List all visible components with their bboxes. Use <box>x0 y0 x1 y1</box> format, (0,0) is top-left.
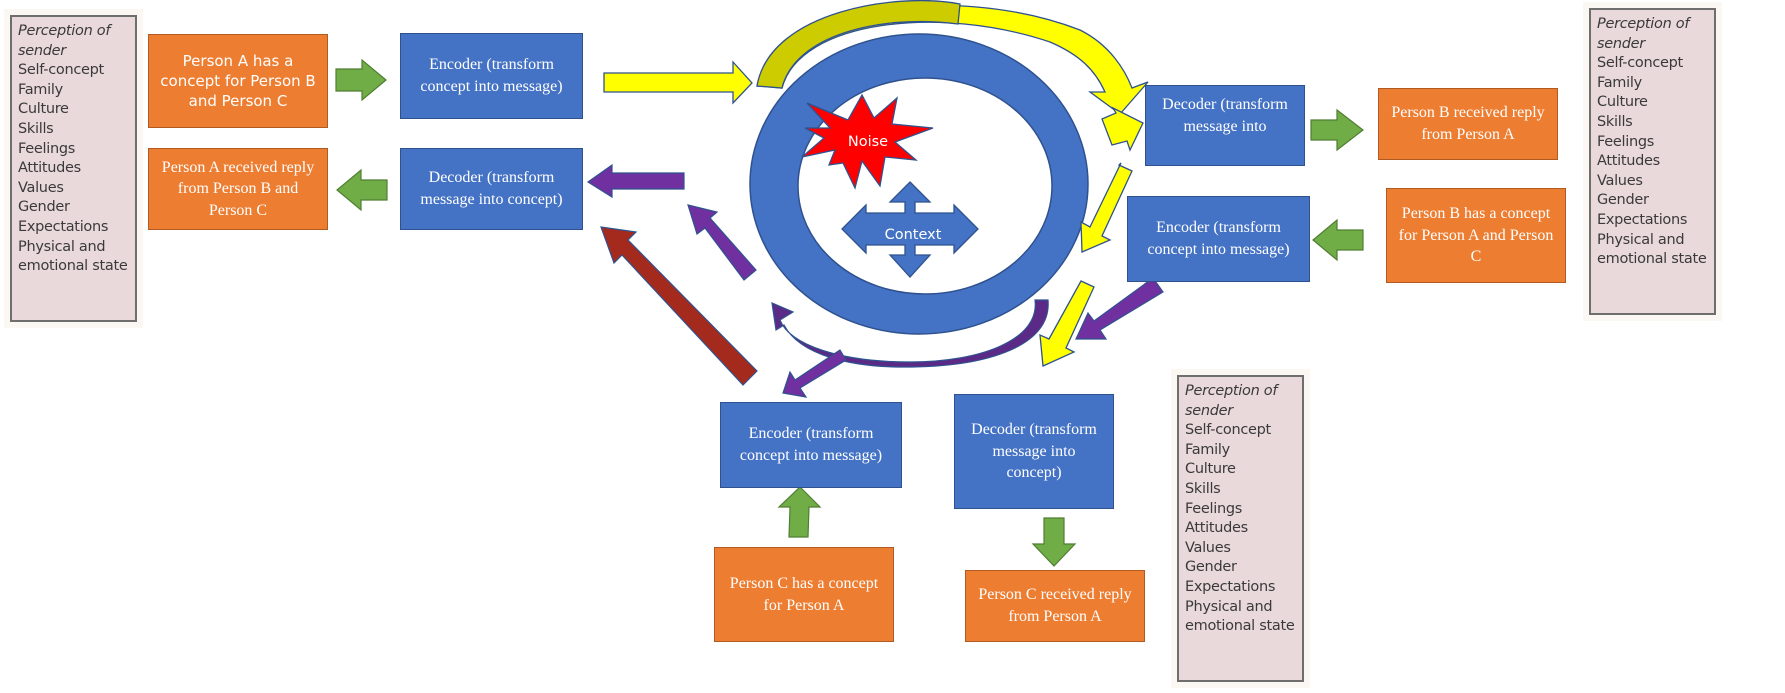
green-arrow-decoder-b-to-received-b <box>1310 108 1364 152</box>
perception-item: Expectations <box>18 218 109 235</box>
yellow-arrow-to-decoder-c <box>1039 280 1095 367</box>
person-c-concept-text: Person C has a concept for Person A <box>729 574 879 614</box>
person-c-received-box: Person C received reply from Person A <box>965 570 1145 642</box>
perception-panel-title: Perception of sender <box>1597 16 1690 52</box>
person-c-concept-box: Person C has a concept for Person A <box>714 547 894 642</box>
green-arrow-decoder-a-to-received-a <box>336 168 388 212</box>
perception-item: Self-concept <box>1597 55 1683 72</box>
perception-item: Culture <box>1185 461 1236 478</box>
perception-item: Family <box>1597 74 1642 91</box>
person-b-decoder-box: Decoder (transform message into <box>1145 85 1305 166</box>
purple-arrow-encoder-b-to-ring <box>1075 277 1164 340</box>
perception-item: Skills <box>1597 113 1633 130</box>
person-b-received-box: Person B received reply from Person A <box>1378 88 1558 160</box>
perception-panel-a: Perception of sender Self-concept Family… <box>10 15 137 322</box>
person-b-concept-text: Person B has a concept for Person A and … <box>1398 205 1554 266</box>
context-cross-arrow-icon <box>841 181 979 278</box>
perception-item: Culture <box>18 101 69 118</box>
red-arrow-c-to-a <box>600 226 758 386</box>
person-c-decoder-box: Decoder (transform message into concept) <box>954 394 1114 509</box>
noise-label: Noise <box>848 134 888 150</box>
perception-item: Values <box>1597 172 1643 189</box>
person-a-decoder-box: Decoder (transform message into concept) <box>400 148 583 230</box>
person-c-encoder-text: Encoder (transform concept into message) <box>739 425 883 464</box>
perception-item: Feelings <box>1597 133 1654 150</box>
perception-item: Attitudes <box>1597 153 1660 170</box>
yellow-arrow-b-to-ring <box>1080 162 1133 253</box>
person-c-received-text: Person C received reply from Person A <box>978 586 1132 625</box>
yellow-curved-arrow-top-shade <box>756 0 961 89</box>
green-arrow-concept-c-to-encoder-c <box>777 486 822 538</box>
person-c-encoder-box: Encoder (transform concept into message) <box>720 402 902 488</box>
perception-item: Family <box>1185 441 1230 458</box>
perception-item: Physical and emotional state <box>1597 231 1707 268</box>
perception-panel-title: Perception of sender <box>18 23 111 59</box>
person-b-decoder-text: Decoder (transform message into <box>1162 96 1288 135</box>
perception-item: Feelings <box>1185 500 1242 517</box>
perception-item: Expectations <box>1597 211 1688 228</box>
perception-item: Family <box>18 81 63 98</box>
purple-arrow-ring-to-encoder-c <box>782 349 847 398</box>
perception-item: Culture <box>1597 94 1648 111</box>
perception-item: Gender <box>1597 192 1649 209</box>
perception-panel-b: Perception of sender Self-concept Family… <box>1589 8 1716 315</box>
perception-item: Expectations <box>1185 578 1276 595</box>
person-a-decoder-text: Decoder (transform message into concept) <box>420 169 563 208</box>
perception-item: Feelings <box>18 140 75 157</box>
context-ring-inner <box>797 77 1053 295</box>
perception-item: Attitudes <box>1185 520 1248 537</box>
person-a-concept-text: Person A has a concept for Person B and … <box>160 51 316 111</box>
person-b-received-text: Person B received reply from Person A <box>1391 104 1545 143</box>
context-label: Context <box>885 227 942 243</box>
perception-item: Values <box>1185 539 1231 556</box>
green-arrow-decoder-c-to-received-c <box>1031 517 1077 567</box>
purple-curved-arrow-bottom <box>771 299 1049 368</box>
green-arrow-concept-b-to-encoder-b <box>1312 218 1364 262</box>
person-a-received-text: Person A received reply from Person B an… <box>161 158 315 219</box>
person-b-encoder-box: Encoder (transform concept into message) <box>1127 196 1310 282</box>
perception-item: Physical and emotional state <box>1185 598 1295 635</box>
perception-panel-c: Perception of sender Self-concept Family… <box>1177 375 1304 682</box>
person-b-encoder-text: Encoder (transform concept into message) <box>1147 219 1290 258</box>
person-a-encoder-box: Encoder (transform concept into message) <box>400 33 583 119</box>
purple-arrow-into-decoder-a <box>586 163 685 199</box>
green-arrow-concept-a-to-encoder-a <box>335 58 387 102</box>
perception-item: Values <box>18 179 64 196</box>
perception-item: Self-concept <box>18 62 104 79</box>
person-a-received-box: Person A received reply from Person B an… <box>148 148 328 230</box>
perception-item: Skills <box>1185 480 1221 497</box>
perception-item: Self-concept <box>1185 422 1271 439</box>
person-a-concept-box: Person A has a concept for Person B and … <box>148 34 328 128</box>
yellow-arrow-encoder-a-out <box>603 60 753 105</box>
perception-panel-title: Perception of sender <box>1185 383 1278 419</box>
perception-item: Attitudes <box>18 160 81 177</box>
perception-item: Gender <box>1185 559 1237 576</box>
person-c-decoder-text: Decoder (transform message into concept) <box>971 421 1097 482</box>
perception-item: Physical and emotional state <box>18 238 128 275</box>
noise-burst-icon <box>801 93 934 190</box>
perception-item: Skills <box>18 120 54 137</box>
person-b-concept-box: Person B has a concept for Person A and … <box>1386 188 1566 283</box>
person-a-encoder-text: Encoder (transform concept into message) <box>420 56 563 95</box>
yellow-arrow-into-decoder-b <box>1101 106 1144 152</box>
purple-arrow-ring-to-a <box>687 204 757 281</box>
perception-item: Gender <box>18 199 70 216</box>
